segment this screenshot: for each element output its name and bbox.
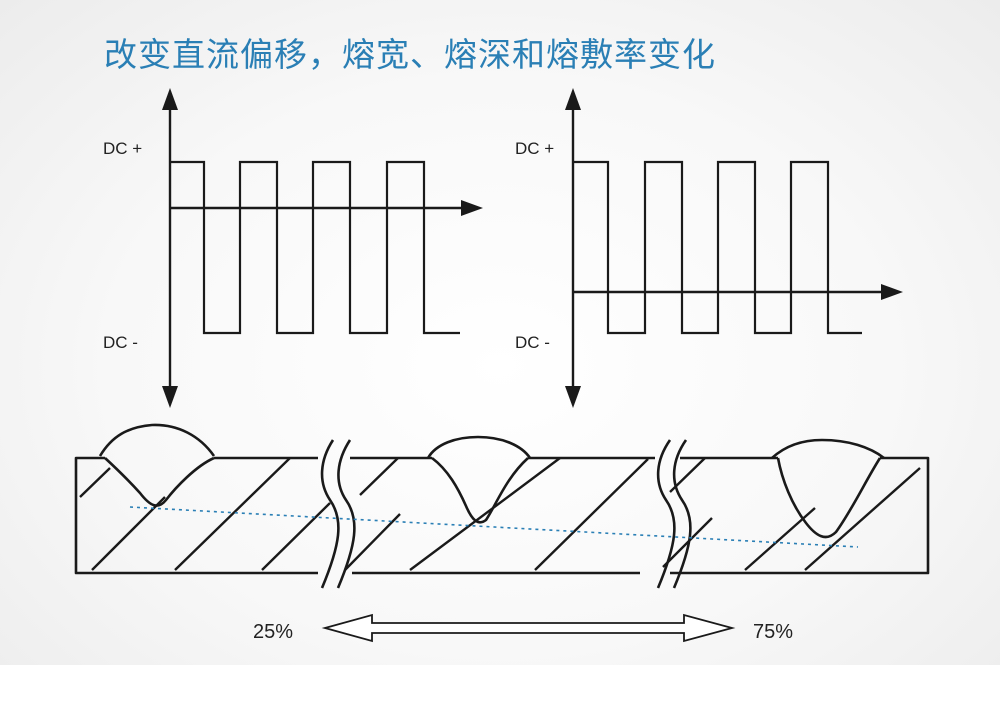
left-percentage-label: 25% [253, 621, 293, 643]
right-x-axis-arrow [881, 284, 903, 300]
right-waveform-graph [565, 88, 903, 408]
left-square-wave [170, 160, 460, 335]
weld-plate-cross-section [74, 423, 930, 589]
right-percentage-label: 75% [753, 621, 793, 643]
plate-outline-left [74, 456, 318, 575]
middle-weld-bead [426, 435, 532, 459]
right-y-axis-bottom-arrow [565, 386, 581, 408]
left-weld-bead [98, 423, 216, 457]
right-dc-minus-label: DC - [515, 333, 550, 352]
left-waveform-graph [162, 88, 483, 408]
right-dc-plus-label: DC + [515, 139, 554, 158]
right-square-wave [573, 160, 862, 335]
left-dc-plus-label: DC + [103, 139, 142, 158]
right-weld-bead [771, 438, 885, 460]
diagram-title: 改变直流偏移，熔宽、熔深和熔敷率变化 [104, 35, 716, 74]
left-dc-minus-label: DC - [103, 333, 138, 352]
plate-outline-middle [350, 456, 655, 575]
left-x-axis-arrow [461, 200, 483, 216]
break-symbol-right-a [656, 439, 676, 589]
break-symbol-right-b [672, 439, 692, 589]
break-symbol-left-a [320, 439, 340, 589]
plate-outline-right [670, 456, 930, 575]
percentage-double-arrow [321, 613, 736, 643]
penetration-depth-line [129, 506, 859, 548]
left-y-axis-top-arrow [162, 88, 178, 110]
left-weld-penetration [104, 456, 215, 507]
plate-hatching [79, 457, 921, 571]
left-y-axis-bottom-arrow [162, 386, 178, 408]
middle-weld-penetration [431, 456, 529, 524]
right-y-axis-top-arrow [565, 88, 581, 110]
right-weld-penetration [776, 457, 882, 539]
break-symbol-left-b [336, 439, 356, 589]
